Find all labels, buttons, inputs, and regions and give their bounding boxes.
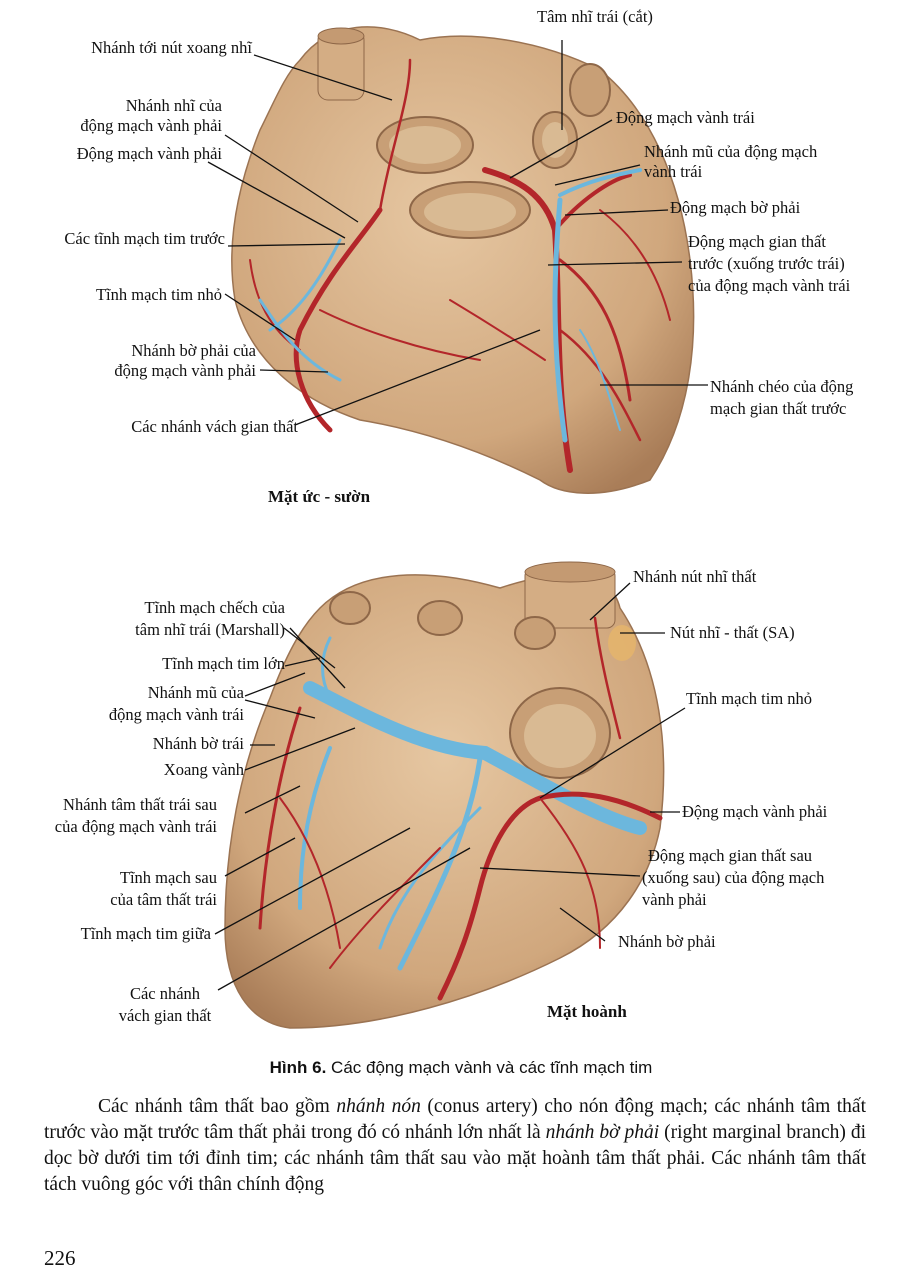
- label-left-atrium-cut: Tâm nhĩ trái (cắt): [537, 7, 653, 26]
- label-pda-1: Động mạch gian thất sau: [648, 846, 813, 865]
- label-rca-bottom: Động mạch vành phải: [682, 802, 828, 821]
- label-middle-cardiac-vein: Tĩnh mạch tim giữa: [80, 924, 211, 943]
- label-lad-2: trước (xuống trước trái): [688, 254, 845, 273]
- figure-anterior-view: Nhánh tới nút xoang nhĩ Nhánh nhĩ của độ…: [0, 0, 922, 520]
- label-circumflex-bottom-1: Nhánh mũ của: [147, 683, 244, 702]
- label-diagonal-1: Nhánh chéo của động: [710, 377, 854, 396]
- leader-lines-bottom: [214, 582, 686, 991]
- label-av-nodal-branch: Nhánh nút nhĩ thất: [633, 567, 757, 586]
- label-small-cardiac-vein-top: Tĩnh mạch tim nhỏ: [95, 285, 222, 304]
- label-av-node: Nút nhĩ - thất (SA): [670, 623, 795, 642]
- figure-diaphragmatic-view: Tĩnh mạch chếch của tâm nhĩ trái (Marsha…: [0, 548, 922, 1048]
- label-posterior-lv-1: Nhánh tâm thất trái sau: [63, 795, 217, 814]
- label-rca-top: Động mạch vành phải: [76, 144, 222, 163]
- view-title-anterior: Mặt ức - sườn: [268, 487, 371, 506]
- veins-anterior: [258, 168, 642, 443]
- av-node-region: [608, 625, 636, 661]
- label-diagonal-2: mạch gian thất trước: [710, 399, 847, 418]
- label-oblique-vein-1: Tĩnh mạch chếch của: [144, 598, 285, 617]
- body-text-1: Các nhánh tâm thất bao gồm: [98, 1096, 337, 1117]
- label-oblique-vein-2: tâm nhĩ trái (Marshall): [135, 620, 285, 639]
- label-marginal-top: Động mạch bờ phải: [670, 198, 801, 217]
- label-coronary-sinus: Xoang vành: [163, 760, 244, 779]
- label-pda-2: (xuống sau) của động mạch: [642, 868, 825, 887]
- label-septal-branches-top: Các nhánh vách gian thất: [131, 417, 298, 436]
- label-right-marginal-1: Nhánh bờ phải của: [131, 341, 256, 360]
- heart-illustration-diaphragmatic: [214, 561, 686, 1029]
- figure-caption-label: Hình 6.: [269, 1058, 327, 1077]
- label-circumflex-top-1: Nhánh mũ của động mạch: [644, 142, 818, 161]
- arteries-posterior: [258, 616, 663, 1001]
- label-atrial-branch-rca-2: động mạch vành phải: [80, 116, 222, 135]
- label-posterior-lv-2: của động mạch vành trái: [54, 817, 217, 836]
- label-small-cardiac-vein-bottom: Tĩnh mạch tim nhỏ: [686, 689, 813, 708]
- label-posterior-vein-2: của tâm thất trái: [110, 890, 217, 909]
- body-paragraph: Các nhánh tâm thất bao gồm nhánh nón (co…: [44, 1094, 866, 1198]
- label-lad-1: Động mạch gian thất: [688, 232, 826, 251]
- label-right-marginal-bottom: Nhánh bờ phải: [618, 932, 716, 951]
- label-left-marginal-bottom: Nhánh bờ trái: [152, 734, 244, 753]
- label-septal-bottom-1: Các nhánh: [129, 984, 201, 1003]
- leader-lines-top: [207, 40, 708, 426]
- label-pda-3: vành phải: [642, 890, 707, 909]
- view-title-diaphragmatic: Mặt hoành: [547, 1002, 627, 1021]
- figure-caption-text: Các động mạch vành và các tĩnh mạch tim: [326, 1058, 653, 1077]
- label-sa-nodal-branch: Nhánh tới nút xoang nhĩ: [91, 38, 252, 57]
- figure-caption: Hình 6. Các động mạch vành và các tĩnh m…: [0, 1058, 922, 1078]
- body-text-3: (right marginal branch) đi dọc bờ dưới t…: [44, 1122, 866, 1195]
- heart-illustration-anterior: [207, 26, 708, 494]
- label-lad-3: của động mạch vành trái: [688, 276, 851, 295]
- label-great-cardiac-vein: Tĩnh mạch tim lớn: [162, 654, 285, 673]
- body-text-2: (conus artery) cho nón động mạch; các nh…: [44, 1096, 867, 1143]
- heart-silhouette: [231, 26, 695, 494]
- label-circumflex-bottom-2: động mạch vành trái: [108, 705, 244, 724]
- label-posterior-vein-1: Tĩnh mạch sau: [119, 868, 217, 887]
- label-septal-bottom-2: vách gian thất: [118, 1006, 212, 1025]
- label-atrial-branch-rca-1: Nhánh nhĩ của: [125, 96, 222, 115]
- page-number: 226: [44, 1246, 76, 1270]
- body-italic-right-marginal: nhánh bờ phải: [545, 1122, 660, 1143]
- label-right-marginal-2: động mạch vành phải: [114, 361, 256, 380]
- body-italic-conus: nhánh nón: [336, 1096, 421, 1117]
- label-lca: Động mạch vành trái: [616, 108, 755, 127]
- label-anterior-cardiac-veins: Các tĩnh mạch tim trước: [64, 229, 225, 248]
- label-circumflex-top-2: vành trái: [644, 162, 703, 181]
